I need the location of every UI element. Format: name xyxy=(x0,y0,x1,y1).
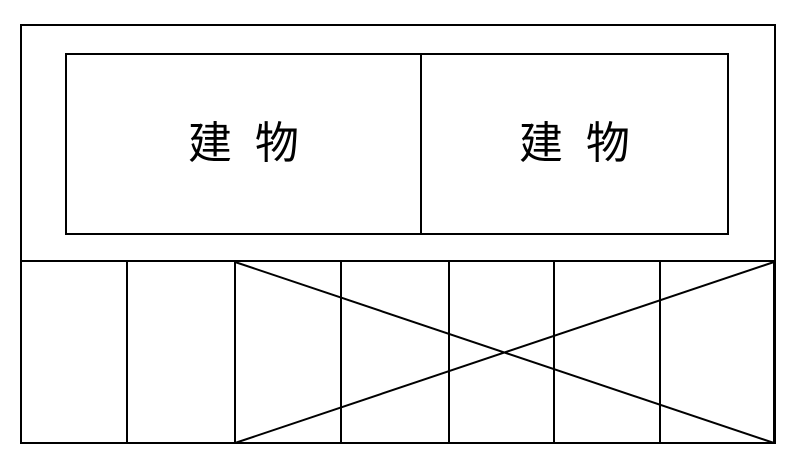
crossout-diagonal-up xyxy=(234,261,775,444)
building-block-rect xyxy=(65,53,729,235)
site-boundary-rect xyxy=(20,24,776,444)
